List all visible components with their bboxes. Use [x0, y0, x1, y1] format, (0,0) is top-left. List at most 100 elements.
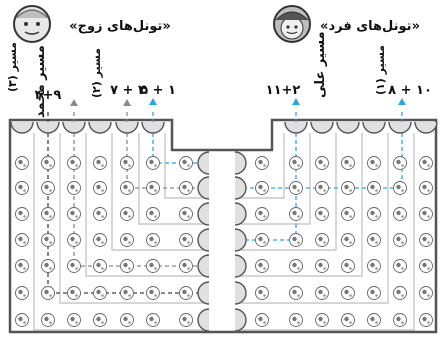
ball-icon [341, 181, 355, 195]
ball-icon [67, 156, 81, 170]
ball-icon [67, 233, 81, 247]
ball-icon [179, 156, 193, 170]
ball-icon [419, 313, 433, 327]
ball-icon [289, 259, 303, 273]
ball-icon [367, 313, 381, 327]
ball-icon [289, 286, 303, 300]
ball-icon [93, 181, 107, 195]
ball-icon [93, 233, 107, 247]
girl-avatar-icon [13, 5, 51, 43]
ball-icon [15, 313, 29, 327]
ball-icon [393, 259, 407, 273]
mohammad-equation: ۵ + ۱ [140, 83, 176, 98]
ball-icon [93, 313, 107, 327]
tunnel-wall [235, 133, 337, 251]
ball-icon [179, 207, 193, 221]
ball-icon [367, 207, 381, 221]
tunnel-opening [362, 121, 386, 134]
ball-icon [41, 313, 55, 327]
ball-icon [67, 207, 81, 221]
ball-icon [393, 207, 407, 221]
ball-icon [367, 233, 381, 247]
ball-icon [289, 181, 303, 195]
tunnel-opening [234, 202, 247, 226]
ball-icon [120, 156, 134, 170]
ball-icon [15, 259, 29, 273]
ball-icon [179, 233, 193, 247]
ball-icon [120, 286, 134, 300]
tunnel-opening [88, 121, 112, 134]
ball-icon [146, 207, 160, 221]
tunnel-opening [62, 121, 86, 134]
tunnel-wall [235, 133, 363, 277]
ball-icon [419, 233, 433, 247]
tunnel-opening [284, 121, 308, 134]
ball-icon [315, 156, 329, 170]
tunnel-wall [235, 133, 311, 225]
tunnel-wall [85, 133, 209, 277]
ball-icon [41, 156, 55, 170]
tunnel-wall [138, 133, 209, 225]
ball-icon [146, 259, 160, 273]
tunnel-opening [234, 254, 247, 278]
ball-icon [41, 181, 55, 195]
ball-icon [120, 313, 134, 327]
ball-icon [341, 286, 355, 300]
ball-icon [15, 233, 29, 247]
ball-icon [179, 259, 193, 273]
ball-icon [67, 286, 81, 300]
ball-icon [179, 313, 193, 327]
ball-icon [393, 181, 407, 195]
tunnel-opening [141, 121, 165, 134]
ball-icon [367, 259, 381, 273]
ball-icon [146, 233, 160, 247]
ball-icon [120, 181, 134, 195]
ball-icon [146, 156, 160, 170]
ball-icon [120, 233, 134, 247]
ball-icon [15, 156, 29, 170]
ball-icon [67, 313, 81, 327]
path-1-equation: ۸ + ۱۰ [388, 83, 432, 98]
tunnel-opening [197, 202, 210, 226]
path-1-label: مسیر (۱) [374, 45, 387, 95]
tunnel-opening [234, 151, 247, 175]
ball-icon [15, 286, 29, 300]
ball-icon [255, 207, 269, 221]
ball-icon [419, 207, 433, 221]
ball-icon [341, 233, 355, 247]
ball-icon [41, 259, 55, 273]
tunnel-wall [111, 133, 209, 251]
path-3-label: مسیر (۳) [6, 42, 19, 92]
tunnel-opening [197, 228, 210, 252]
ball-icon [315, 207, 329, 221]
tunnel-walls [9, 122, 272, 330]
ball-icon [41, 207, 55, 221]
ball-icon [67, 181, 81, 195]
ball-icon [93, 207, 107, 221]
ball-icon [341, 207, 355, 221]
tunnel-opening [234, 176, 247, 200]
ball-grid [15, 156, 433, 327]
ball-icon [120, 207, 134, 221]
ball-icon [419, 259, 433, 273]
ball-icon [93, 286, 107, 300]
tunnel-wall [33, 133, 209, 331]
ball-icon [146, 313, 160, 327]
ball-icon [367, 156, 381, 170]
ball-icon [393, 233, 407, 247]
ball-icon [179, 181, 193, 195]
ball-icon [15, 181, 29, 195]
ball-icon [41, 233, 55, 247]
tunnel-opening [414, 121, 438, 134]
tunnel-wall [235, 133, 285, 199]
mohammad-path-label: مسیر محمد [33, 45, 48, 118]
path-2-label: مسیر (۲) [90, 48, 103, 98]
path-3-equation: ۴+۹ [35, 88, 62, 103]
tunnel-wall [59, 133, 209, 304]
path-2-equation: ۷ + ۳ [110, 83, 146, 98]
ball-icon [393, 313, 407, 327]
ball-icon [393, 286, 407, 300]
ball-icon [367, 286, 381, 300]
tunnel-opening [197, 281, 210, 305]
path-arrows [70, 98, 406, 106]
